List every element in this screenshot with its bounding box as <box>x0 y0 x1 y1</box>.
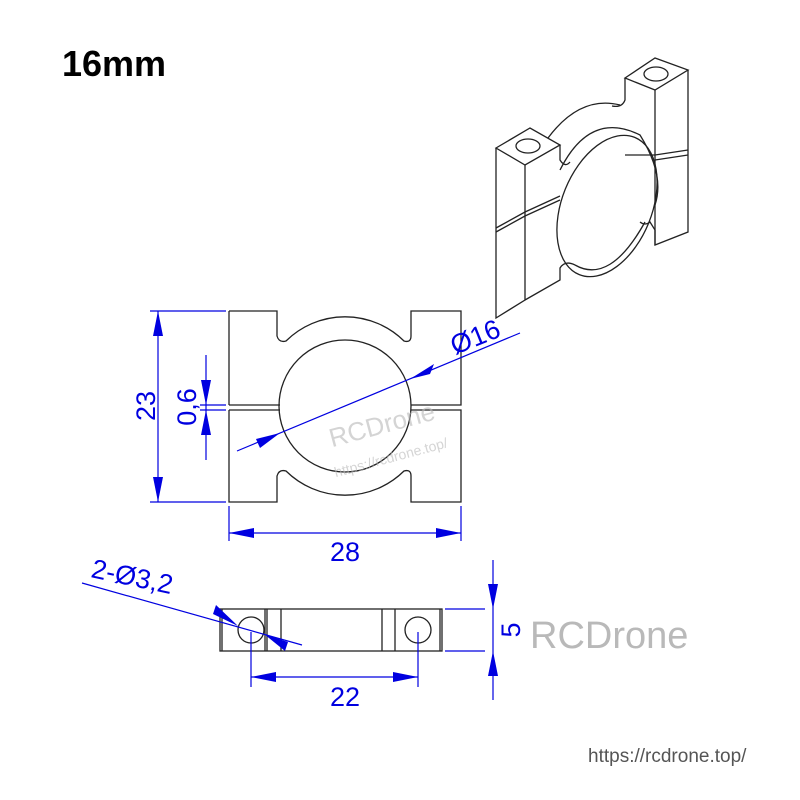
svg-text:23: 23 <box>131 391 161 421</box>
svg-text:5: 5 <box>496 622 526 637</box>
svg-text:28: 28 <box>330 537 360 567</box>
isometric-view <box>494 57 690 320</box>
side-view <box>219 608 443 652</box>
bore-circle <box>278 339 412 473</box>
footer-url: https://rcdrone.top/ <box>588 746 747 767</box>
svg-text:22: 22 <box>330 682 360 712</box>
watermark-brand: RCDrone <box>530 615 688 657</box>
svg-text:0,6: 0,6 <box>172 388 202 426</box>
dimension-width: 28 <box>228 506 462 567</box>
dimension-thickness: 5 <box>445 560 526 700</box>
dimension-height: 23 <box>131 310 226 503</box>
svg-text:Ø16: Ø16 <box>446 314 505 361</box>
dimension-holes: 2-Ø3,2 <box>81 554 303 651</box>
dimension-hole-spacing: 22 <box>250 632 419 712</box>
front-view <box>228 310 462 503</box>
dimension-gap: 0,6 <box>172 355 226 460</box>
size-title: 16mm <box>62 43 166 84</box>
svg-text:2-Ø3,2: 2-Ø3,2 <box>89 554 176 601</box>
